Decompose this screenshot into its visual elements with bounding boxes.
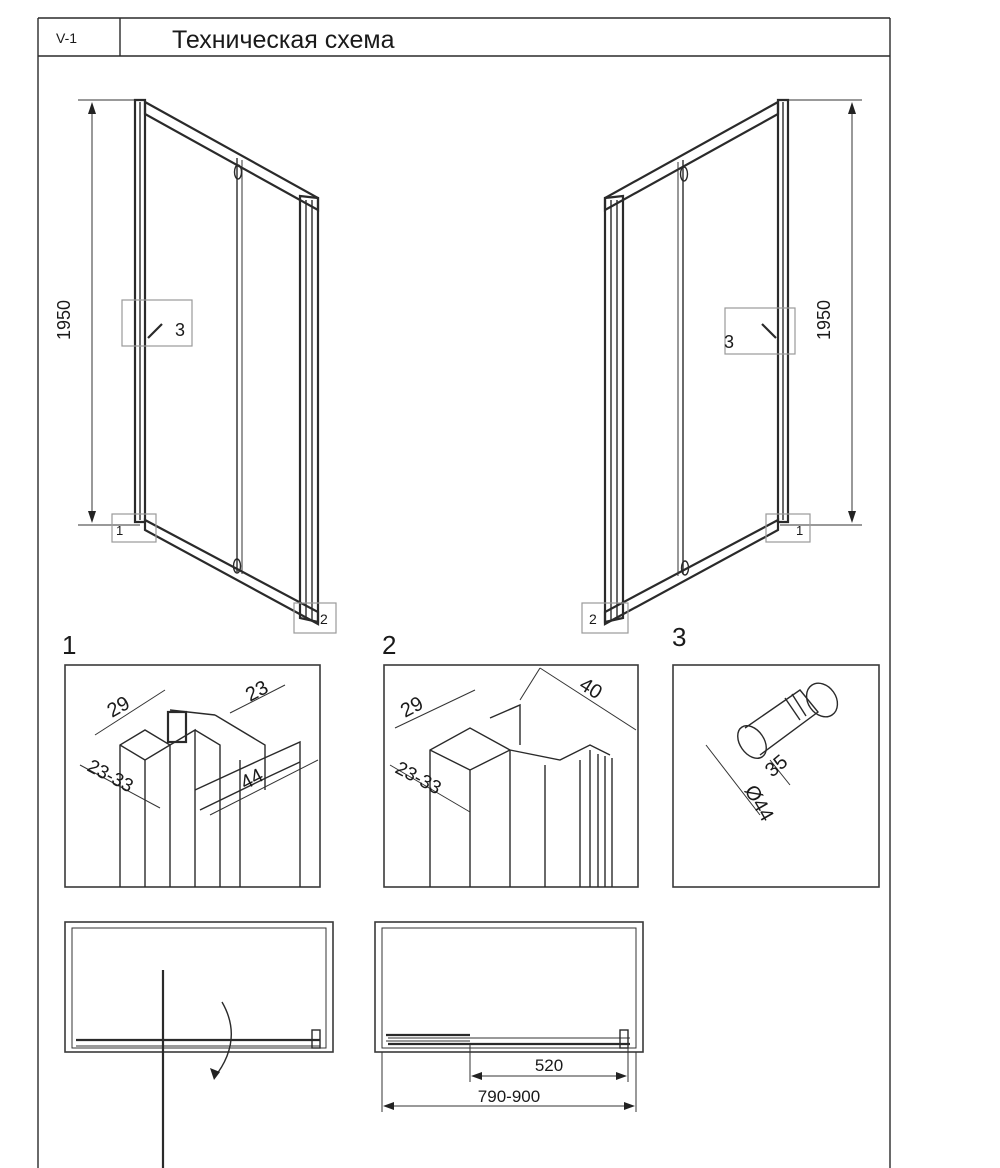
- detail-2-profile: [383, 664, 639, 888]
- drawing-code: V-1: [56, 30, 77, 46]
- right-callout-1: 1: [796, 523, 803, 538]
- right-callout-box-1: [765, 513, 811, 543]
- detail-3-dim-35: 35: [761, 751, 792, 782]
- right-callout-2: 2: [589, 611, 597, 627]
- drawing-title: Техническая схема: [172, 26, 395, 54]
- detail-3-knob: [672, 664, 880, 888]
- right-callout-3: 3: [724, 332, 734, 352]
- detail-3-number: 3: [672, 622, 686, 652]
- detail-2-dim-23-33: 23-33: [392, 758, 445, 799]
- detail-2-dim-40: 40: [575, 674, 606, 704]
- detail-1-profile: [64, 664, 321, 888]
- left-callout-2: 2: [320, 611, 328, 627]
- left-height-label: 1950: [54, 300, 74, 340]
- sheet-frame: [37, 17, 891, 1168]
- right-door-frame: [603, 98, 790, 626]
- detail-2-number: 2: [382, 630, 396, 660]
- pivot-plan-view: [64, 921, 334, 1168]
- left-door-frame: [133, 98, 320, 626]
- detail-1-dim-29: 29: [104, 692, 134, 722]
- right-callout-box-2: [581, 602, 629, 634]
- left-callout-1: 1: [116, 523, 123, 538]
- right-height-dimension: [780, 99, 862, 526]
- detail-2-dim-29: 29: [397, 693, 427, 723]
- left-callout-3: 3: [175, 320, 185, 340]
- right-height-label: 1950: [814, 300, 834, 340]
- left-callout-box-1: [111, 513, 157, 543]
- left-callout-box-2: [293, 602, 337, 634]
- detail-3-dim-44: Ø44: [740, 782, 778, 826]
- sliding-range-dim: 790-900: [478, 1087, 540, 1106]
- left-height-dimension: [78, 99, 140, 526]
- left-door-view: 1950 3 1 2: [54, 98, 337, 634]
- detail-1-dim-23-33: 23-33: [84, 756, 137, 797]
- right-callout-box-3: [724, 307, 796, 355]
- left-callout-box-3: [121, 299, 193, 347]
- detail-1-number: 1: [62, 630, 76, 660]
- right-door-view: 1950 3 1 2: [581, 98, 862, 634]
- sliding-plan-view: [374, 921, 644, 1112]
- detail-1-dim-23: 23: [242, 677, 272, 707]
- sliding-opening-dim: 520: [535, 1056, 563, 1075]
